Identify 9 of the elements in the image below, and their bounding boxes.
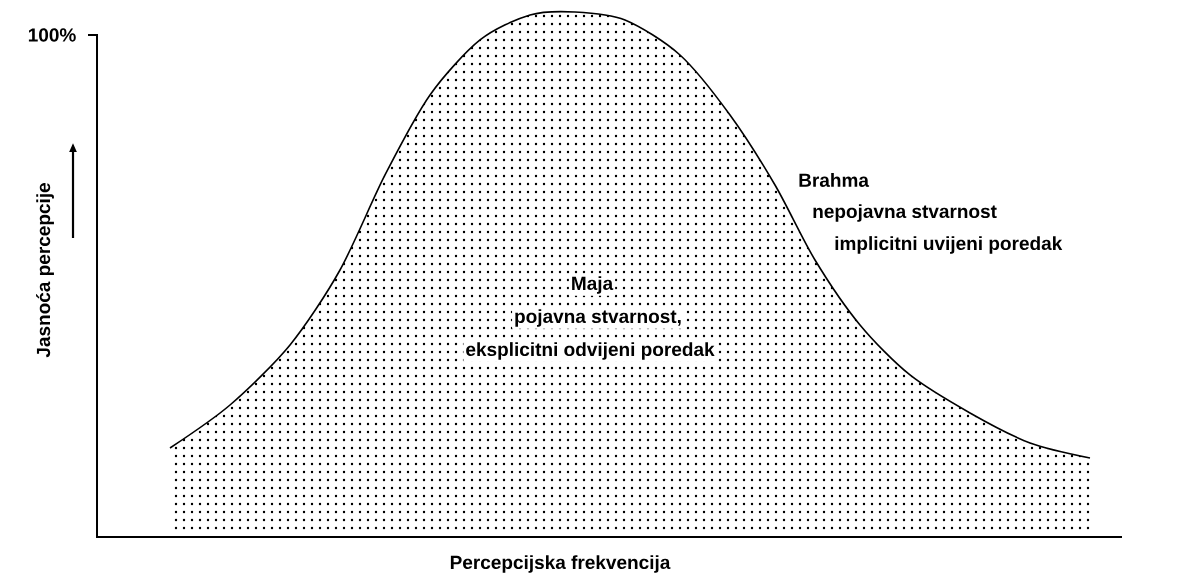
axis-label: Jasnoća percepcije [36,183,54,358]
tick-label: 100% [28,28,76,42]
axis-label: Percepcijska frekvencija [450,555,671,573]
area-label: Maja [568,274,616,296]
area-label: implicitni uvijeni poredak [835,236,1063,254]
area-label: eksplicitni odvijeni poredak [463,340,717,362]
area-label: pojavna stvarnost, [512,307,684,329]
area-label: Brahma [799,173,870,187]
area-label: nepojavna stvarnost [813,204,997,222]
